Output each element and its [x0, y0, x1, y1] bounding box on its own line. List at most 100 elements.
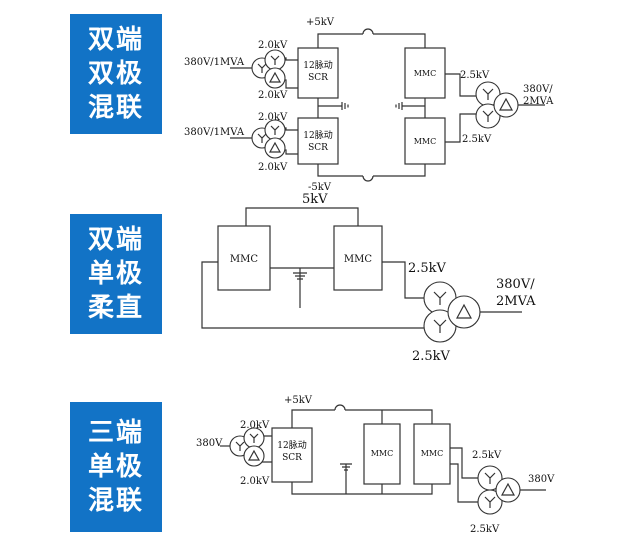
transformer-leads	[450, 447, 478, 503]
delta-symbol	[498, 97, 514, 111]
section-3-title: 三端 单极 混联	[70, 402, 162, 532]
voltage-label: 2.0kV	[258, 162, 288, 173]
bus-crossover	[362, 175, 374, 182]
wye-symbol	[484, 472, 496, 484]
ground-symbol	[340, 463, 352, 471]
mmc-converter	[333, 225, 383, 291]
mmc-label: MMC	[371, 449, 394, 458]
output-rating: 380V	[528, 474, 555, 485]
transformer-winding	[495, 477, 521, 503]
transformer-winding	[493, 92, 519, 118]
wye-symbol	[249, 433, 259, 443]
bus-voltage-label: -5kV	[308, 182, 332, 193]
output-rating: 380V/	[496, 277, 535, 292]
title-line: 单极	[87, 259, 144, 289]
mmc-converter	[404, 117, 446, 165]
mmc-label: MMC	[230, 254, 258, 265]
diagram-2: MMC MMC 5kV 2.5kV 2.5kV 380V/ 2MVA	[201, 192, 536, 364]
output-rating: 2MVA	[523, 96, 554, 107]
mmc-label: MMC	[344, 254, 372, 265]
wye-symbol	[482, 110, 494, 122]
wye-symbol	[257, 133, 267, 143]
delta-symbol	[455, 303, 473, 319]
output-rating: 2MVA	[496, 294, 536, 309]
transformer-lead	[382, 261, 424, 299]
wye-symbol	[257, 63, 267, 73]
source-rating: 380V/1MVA	[184, 57, 245, 68]
voltage-label: 2.0kV	[240, 420, 270, 431]
bus-crossover	[362, 28, 374, 35]
bus-voltage-label: +5kV	[284, 395, 313, 406]
ground-symbol	[293, 272, 307, 280]
wye-symbol	[433, 291, 447, 305]
diagram-3: 12脉动 SCR MMC MMC 380V 2.0kV 2.0kV 2.5kV …	[196, 395, 555, 535]
dc-bus	[245, 207, 359, 226]
mmc-label: MMC	[421, 449, 444, 458]
voltage-label: 2.0kV	[258, 40, 288, 51]
mmc-converter	[363, 423, 401, 485]
scr-converter	[271, 427, 313, 483]
delta-symbol	[268, 141, 282, 153]
voltage-label: 2.5kV	[462, 134, 492, 145]
section-1-title: 双端 双极 混联	[70, 14, 162, 134]
title-line: 双端	[87, 225, 144, 255]
scr-label: SCR	[308, 143, 328, 153]
ground-symbol	[341, 102, 349, 110]
title-line: 单极	[87, 452, 144, 482]
bus-crossover	[334, 404, 346, 411]
midpoint-link	[270, 267, 334, 276]
title-line: 双端	[87, 25, 144, 55]
delta-symbol	[268, 71, 282, 83]
scr-label: SCR	[308, 73, 328, 83]
source-rating: 380V/1MVA	[184, 127, 245, 138]
ground-symbol	[395, 102, 403, 110]
wye-symbol	[433, 319, 447, 333]
scr-converter	[297, 117, 339, 165]
return-line	[201, 261, 428, 329]
wye-symbol	[270, 125, 280, 135]
mmc-converter	[404, 47, 446, 99]
wye-symbol	[484, 496, 496, 508]
return-bus	[291, 482, 433, 495]
transformer-winding	[264, 67, 286, 89]
transformer-winding	[243, 445, 265, 467]
title-line: 双极	[87, 59, 144, 89]
dc-bus	[291, 409, 433, 428]
voltage-label: 2.0kV	[258, 90, 288, 101]
wye-symbol	[482, 88, 494, 100]
positive-bus	[317, 33, 426, 48]
transformer-winding	[264, 137, 286, 159]
scr-label: SCR	[282, 453, 302, 463]
mmc-label: MMC	[414, 69, 437, 78]
diagram-1: 12脉动 SCR 12脉动 SCR MMC MMC 380V/1MVA 2.0k…	[184, 17, 554, 193]
scr-label: 12脉动	[277, 439, 306, 451]
voltage-label: 2.5kV	[460, 70, 490, 81]
section-2-title: 双端 单极 柔直	[70, 214, 162, 334]
bus-voltage-label: 5kV	[302, 192, 328, 207]
voltage-label: 2.0kV	[258, 112, 288, 123]
source-rating: 380V	[196, 438, 223, 449]
output-rating: 380V/	[523, 84, 553, 95]
negative-bus	[317, 164, 426, 177]
voltage-label: 2.5kV	[470, 524, 500, 535]
wye-symbol	[270, 55, 280, 65]
mmc-label: MMC	[414, 137, 437, 146]
voltage-label: 2.5kV	[408, 261, 447, 276]
transformer-leads	[445, 73, 477, 143]
wye-symbol	[235, 441, 245, 451]
scr-label: 12脉动	[303, 59, 332, 71]
midpoint-link	[317, 98, 426, 118]
delta-symbol	[500, 482, 516, 496]
bus-voltage-label: +5kV	[306, 17, 335, 28]
delta-symbol	[247, 449, 261, 461]
title-line: 混联	[87, 93, 144, 123]
title-line: 混联	[87, 486, 144, 516]
mmc-converter	[217, 225, 271, 291]
scr-label: 12脉动	[303, 129, 332, 141]
mmc-converter	[413, 423, 451, 485]
title-line: 柔直	[87, 293, 144, 323]
transformer-winding	[447, 295, 481, 329]
voltage-label: 2.0kV	[240, 476, 270, 487]
scr-converter	[297, 47, 339, 99]
